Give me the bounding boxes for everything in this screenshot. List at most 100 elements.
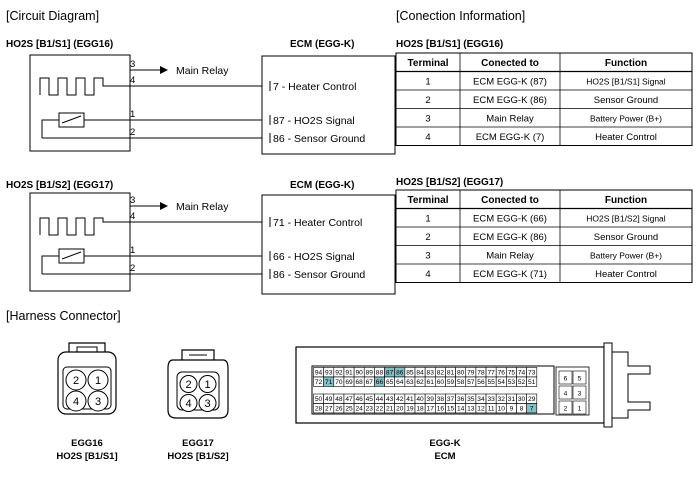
- circuit1-ecm-pin: 7 - Heater Control: [273, 81, 356, 93]
- eggk-pin-number: 44: [376, 396, 384, 403]
- connector-pin-number: 1: [95, 375, 101, 387]
- eggk-pin-number: 31: [508, 396, 516, 403]
- eggk-pin-number: 92: [335, 370, 343, 377]
- eggk-pin-number: 67: [366, 379, 374, 386]
- eggk-side-pin: [572, 385, 587, 400]
- circuit1-ecm-box: [261, 55, 396, 155]
- table-header: Conected to: [481, 195, 539, 206]
- circuit1-sensor-box: [29, 54, 131, 152]
- connection-info-heading: [Conection Information]: [396, 9, 525, 23]
- eggk-pin-number: 19: [406, 406, 414, 413]
- circuit2-ecm-box: [261, 194, 396, 295]
- table-header: Function: [605, 195, 647, 206]
- eggk-caption: EGG-K: [429, 438, 460, 449]
- eggk-pin-number: 15: [447, 406, 455, 413]
- eggk-pin-number: 81: [447, 370, 455, 377]
- eggk-pin-number: 46: [356, 396, 364, 403]
- table-cell: Sensor Ground: [594, 232, 658, 243]
- circuit1-wire-number: 4: [130, 75, 135, 86]
- eggk-pin-number: 38: [437, 396, 445, 403]
- eggk-pin-number: 55: [487, 379, 495, 386]
- eggk-pin-number: 20: [396, 406, 404, 413]
- connector-latch: [181, 349, 215, 360]
- eggk-pin-number: 76: [498, 370, 506, 377]
- connector-latch: [68, 342, 106, 352]
- eggk-pin-number: 74: [518, 370, 526, 377]
- circuit1-heater-element: [39, 77, 130, 96]
- table-cell: 2: [425, 95, 430, 106]
- table-cell: Main Relay: [486, 251, 534, 262]
- eggk-pin-number: 84: [416, 370, 424, 377]
- eggk-pin-number: 28: [315, 406, 323, 413]
- eggk-pin-number: 41: [406, 396, 414, 403]
- eggk-pin-number: 21: [386, 406, 394, 413]
- eggk-pin-number: 91: [345, 370, 353, 377]
- eggk-pin: [526, 403, 538, 414]
- eggk-pin-number: 18: [416, 406, 424, 413]
- egg17-caption-sub: HO2S [B1/S2]: [167, 451, 228, 462]
- connector-pin: [179, 375, 198, 393]
- circuit1-wire-number: 2: [130, 127, 135, 138]
- eggk-pin-number: 61: [427, 379, 435, 386]
- eggk-pin-number: 11: [488, 406, 495, 413]
- circuit1-arrow-icon: [160, 66, 168, 74]
- circuit1-wire-number: 3: [130, 59, 135, 70]
- eggk-caption-sub: ECM: [434, 451, 455, 462]
- eggk-side-pin: [558, 385, 573, 400]
- eggk-pin-number: 77: [487, 370, 495, 377]
- eggk-pin-number: 86: [396, 370, 404, 377]
- harness-connector-heading: [Harness Connector]: [6, 309, 121, 323]
- connector-pin: [87, 369, 109, 391]
- eggk-pin-number: 27: [325, 406, 333, 413]
- eggk-pin: [526, 376, 538, 387]
- table-cell: 3: [425, 114, 430, 125]
- eggk-side-pin: [572, 370, 587, 385]
- table-header: Function: [605, 58, 647, 69]
- egg16-caption-sub: HO2S [B1/S1]: [56, 451, 117, 462]
- table1-title: HO2S [B1/S1] (EGG16): [396, 39, 503, 50]
- connector-pin: [65, 369, 87, 391]
- eggk-pin-number: 89: [366, 370, 374, 377]
- circuit2-wire-number: 1: [130, 245, 135, 256]
- eggk-pin-number: 72: [315, 379, 323, 386]
- egg16-caption: EGG16: [71, 438, 103, 449]
- table-header: Conected to: [481, 58, 539, 69]
- eggk-pin-number: 52: [518, 379, 526, 386]
- eggk-pin-number: 33: [487, 396, 495, 403]
- table-cell: Battery Power (B+): [590, 251, 662, 261]
- eggk-side-pin-number: 1: [578, 406, 582, 413]
- eggk-pin-number: 13: [467, 406, 475, 413]
- eggk-pin-number: 7: [530, 406, 534, 413]
- eggk-pin-number: 78: [477, 370, 485, 377]
- connector-pin-number: 2: [73, 375, 79, 387]
- eggk-pin-number: 79: [467, 370, 475, 377]
- table-cell: 4: [425, 269, 430, 280]
- circuit1-ecm-title: ECM (EGG-K): [290, 39, 354, 50]
- circuit-diagram-heading: [Circuit Diagram]: [6, 9, 99, 23]
- eggk-side-pin: [558, 370, 573, 385]
- table-cell: HO2S [B1/S2] Signal: [586, 214, 665, 224]
- circuit2-arrow-icon: [160, 202, 168, 210]
- circuit2-ecm-pin: 86 - Sensor Ground: [273, 269, 365, 281]
- eggk-pin-number: 23: [366, 406, 374, 413]
- eggk-pin-number: 54: [498, 379, 506, 386]
- eggk-pin-number: 65: [386, 379, 394, 386]
- eggk-pin-number: 39: [427, 396, 435, 403]
- eggk-pin-number: 82: [437, 370, 445, 377]
- table-cell: 1: [425, 77, 430, 88]
- circuit1-sensor-title: HO2S [B1/S1] (EGG16): [6, 39, 113, 50]
- table-cell: 2: [425, 232, 430, 243]
- table-cell: Main Relay: [486, 114, 534, 125]
- eggk-pin-number: 26: [335, 406, 343, 413]
- eggk-pin-number: 9: [510, 406, 514, 413]
- eggk-side-pin: [558, 400, 573, 415]
- eggk-pin-number: 70: [335, 379, 343, 386]
- table-cell: 1: [425, 214, 430, 225]
- eggk-pin-number: 57: [467, 379, 475, 386]
- connector-pin: [198, 375, 217, 393]
- connector-pin-number: 3: [95, 396, 101, 408]
- circuit2-heater-element: [39, 217, 130, 236]
